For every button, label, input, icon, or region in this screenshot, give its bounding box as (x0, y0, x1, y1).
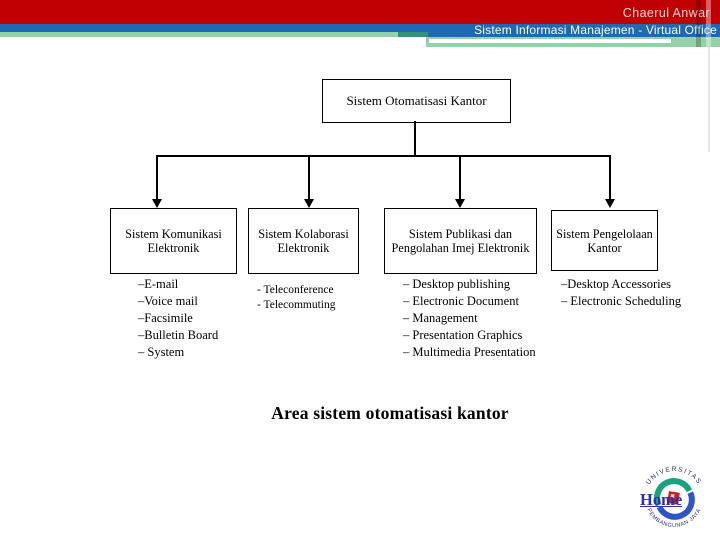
branch-node-kolaborasi: Sistem Kolaborasi Elektronik (248, 208, 359, 274)
header-red-band (0, 0, 720, 24)
list-item: – Electronic Scheduling (561, 294, 682, 308)
list-item: –E-mail (138, 277, 179, 291)
item-list-pengelolaan: –Desktop Accessories – Electronic Schedu… (561, 276, 681, 310)
right-edge-light-stripe (706, 0, 711, 47)
header-blue-band-extension (428, 32, 720, 37)
root-node-sistem-otomatisasi-kantor: Sistem Otomatisasi Kantor (322, 79, 511, 123)
connector-horizontal (156, 155, 611, 157)
list-item: –Facsimile (138, 311, 193, 325)
slide-caption: Area sistem otomatisasi kantor (271, 403, 509, 423)
right-edge-dark-stripe (696, 0, 701, 47)
right-edge-faint-line (708, 46, 710, 152)
branch-node-label: Sistem Pengelolaan Kantor (556, 226, 653, 255)
list-item: – Multimedia Presentation (403, 345, 536, 359)
branch-node-publikasi: Sistem Publikasi dan Pengolahan Imej Ele… (384, 208, 537, 274)
logo-square-highlight (670, 493, 675, 498)
connector-root-stem (414, 121, 416, 156)
connector-branch-4 (609, 156, 611, 200)
item-list-publikasi: – Desktop publishing – Electronic Docume… (403, 276, 536, 361)
header-teal-accent (398, 30, 428, 37)
list-item: - Teleconference (257, 284, 334, 296)
connector-branch-1 (156, 156, 158, 200)
logo-blue-swoosh (656, 491, 695, 520)
item-list-komunikasi: –E-mail –Voice mail –Facsimile –Bulletin… (138, 276, 218, 361)
list-item: – Electronic Document (403, 294, 519, 308)
logo-green-swoosh (654, 478, 693, 507)
list-item: – Desktop publishing (403, 277, 510, 291)
connector-branch-3 (459, 156, 461, 200)
list-item: – Presentation Graphics (403, 328, 523, 342)
connector-branch-2 (308, 156, 310, 200)
header-white-stripe (429, 39, 671, 43)
list-item: –Bulletin Board (138, 328, 219, 342)
branch-node-pengelolaan: Sistem Pengelolaan Kantor (551, 210, 658, 271)
list-item: – Management (403, 311, 478, 325)
list-item: –Voice mail (138, 294, 198, 308)
list-item: - Telecommuting (257, 298, 336, 311)
header-green-stripe-left (0, 31, 400, 37)
item-list-kolaborasi: - Teleconference - Telecommuting (257, 283, 336, 312)
arrow-down-icon (152, 199, 162, 208)
arrow-down-icon (455, 199, 465, 208)
root-node-label: Sistem Otomatisasi Kantor (346, 93, 487, 108)
university-logo: UNIVERSITAS PEMBANGUNAN JAYA (645, 466, 702, 529)
home-link[interactable]: Home (640, 490, 683, 509)
branch-node-label: Sistem Publikasi dan Pengolahan Imej Ele… (391, 227, 530, 255)
header-author-text: Chaerul Anwar (622, 6, 710, 20)
branch-node-komunikasi: Sistem Komunikasi Elektronik (110, 208, 237, 274)
branch-node-label: Sistem Kolaborasi Elektronik (258, 227, 349, 255)
arrow-down-icon (304, 199, 314, 208)
header-subtitle-text: Sistem Informasi Manajemen - Virtual Off… (474, 23, 717, 37)
list-item: – System (138, 345, 185, 359)
list-item: –Desktop Accessories (561, 277, 672, 291)
header-blue-band (0, 24, 720, 32)
branch-node-label: Sistem Komunikasi Elektronik (125, 227, 222, 255)
arrow-down-icon (605, 199, 615, 208)
